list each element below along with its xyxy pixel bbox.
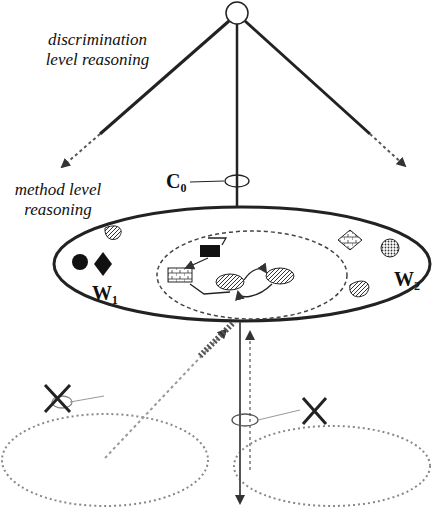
path-label: C₀ bbox=[166, 170, 186, 193]
world-label: W₂ bbox=[394, 268, 420, 291]
level-caption: discrimination level reasoning bbox=[35, 30, 160, 69]
world-label: W₁ bbox=[92, 282, 118, 305]
level-caption: method level reasoning bbox=[8, 180, 108, 219]
